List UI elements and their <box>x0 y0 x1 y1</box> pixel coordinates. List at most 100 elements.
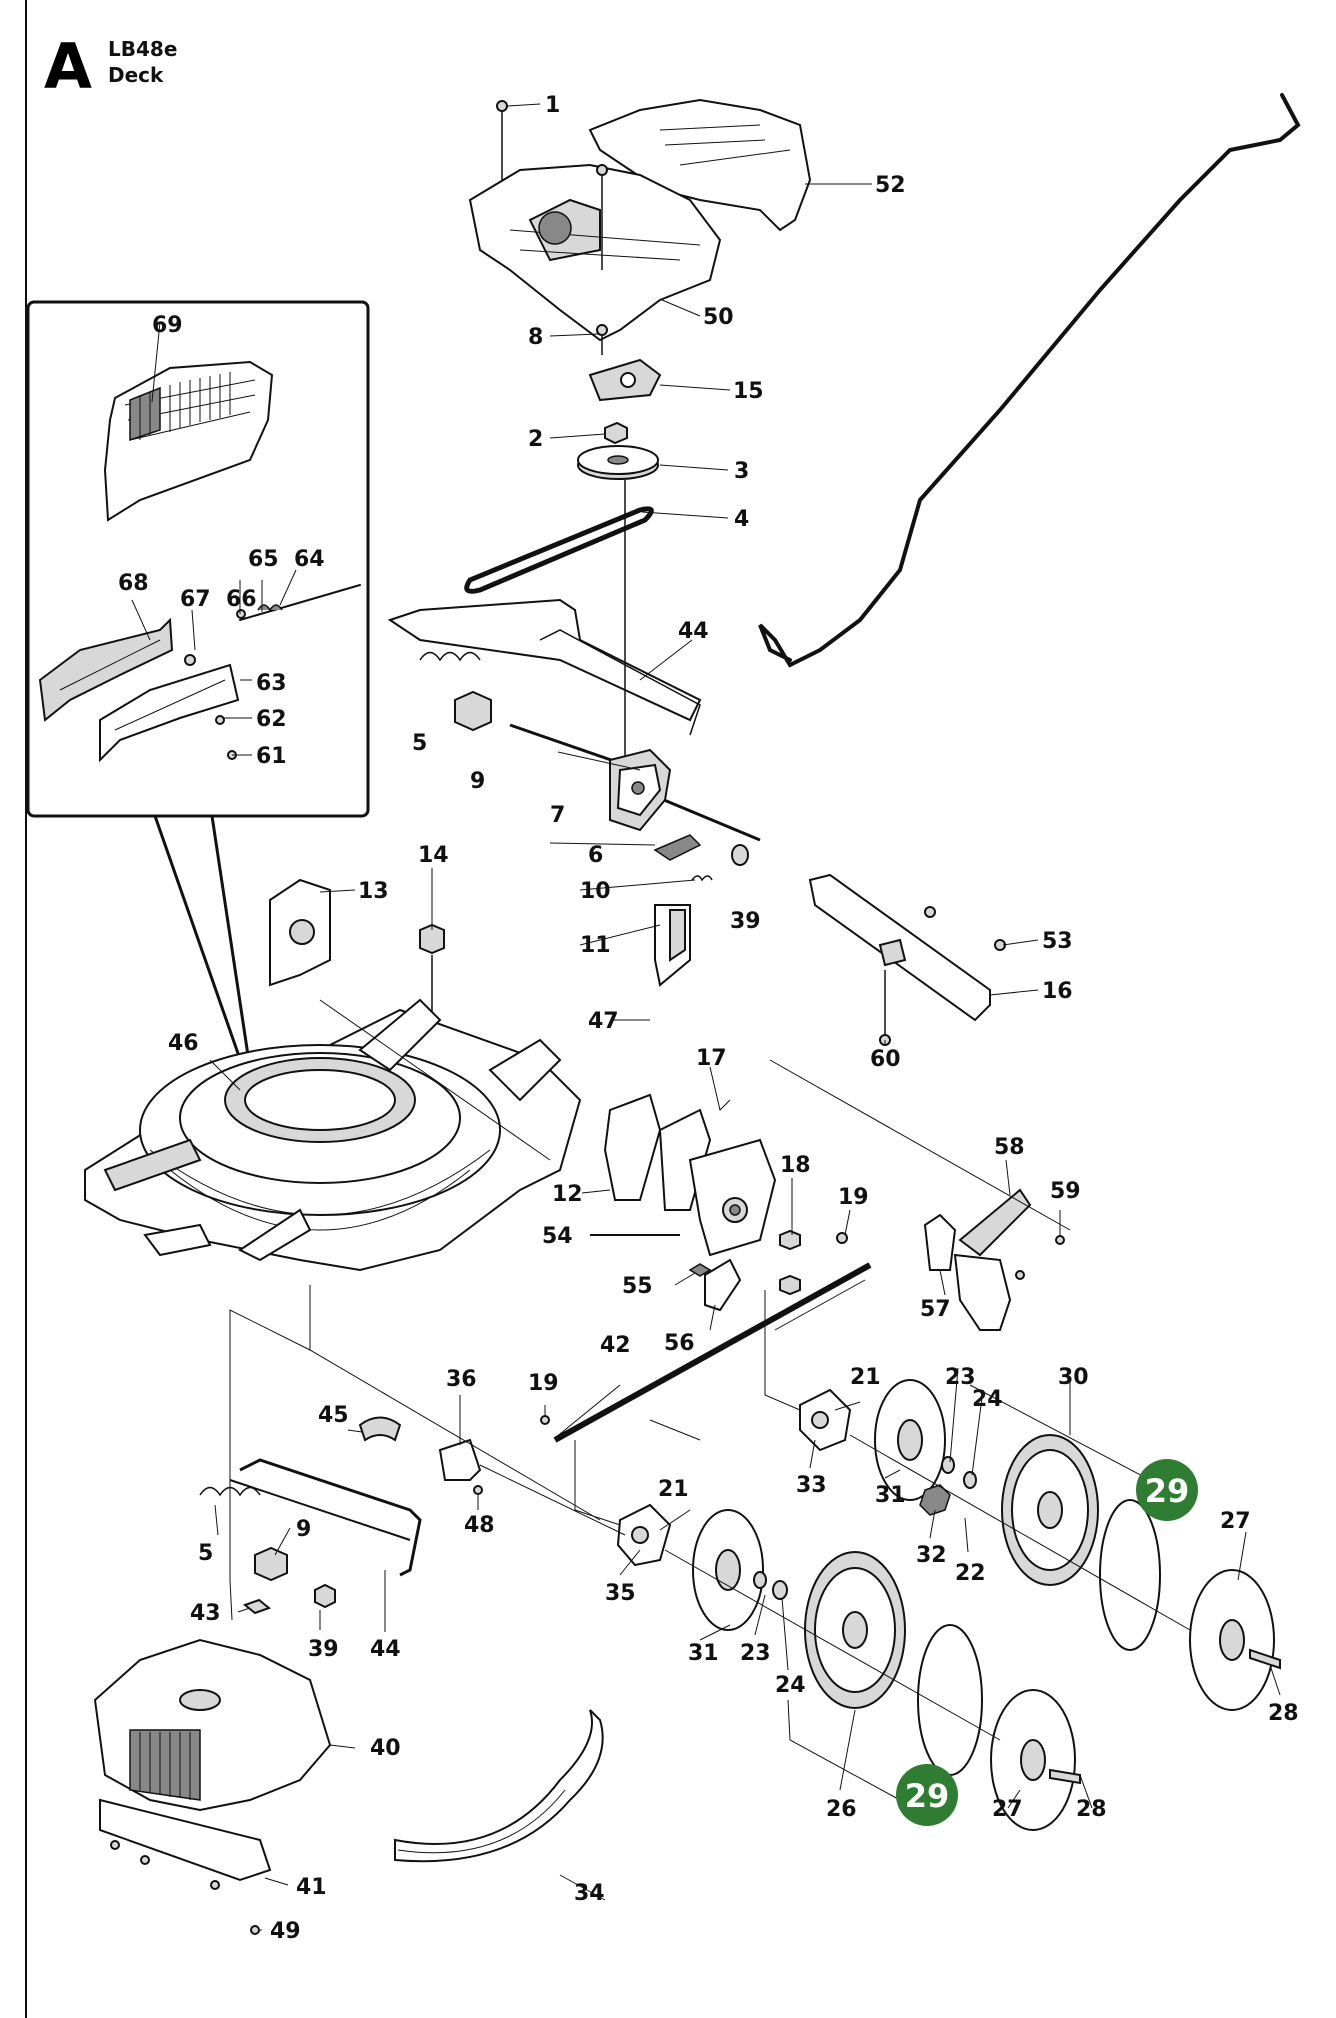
callout-62: 62 <box>256 707 287 732</box>
rear-wheel-assembly <box>799 1379 1281 1711</box>
callout-7: 7 <box>550 803 565 828</box>
callout-54: 54 <box>542 1224 573 1249</box>
callout-30: 30 <box>1058 1365 1089 1390</box>
callout-23-front: 23 <box>740 1641 771 1666</box>
front-lever-assembly <box>199 1458 422 1615</box>
callout-21-front: 21 <box>658 1477 689 1502</box>
callout-61: 61 <box>256 744 287 769</box>
front-cover-part <box>93 1638 332 1812</box>
callout-31-front: 31 <box>688 1641 719 1666</box>
callout-31-rear: 31 <box>875 1483 906 1508</box>
leader-lines <box>209 103 1281 1931</box>
callout-17: 17 <box>696 1046 727 1071</box>
callout-63: 63 <box>256 671 287 696</box>
callout-34: 34 <box>574 1881 605 1906</box>
spring-bushing-shaft <box>419 651 761 842</box>
shift-cam-part <box>653 834 702 861</box>
section-letter: A <box>44 30 92 103</box>
callout-44-top: 44 <box>678 619 709 644</box>
callout-58: 58 <box>994 1135 1025 1160</box>
rear-frame-part <box>603 1093 777 1257</box>
callout-27-rear: 27 <box>1220 1509 1251 1534</box>
callout-52: 52 <box>875 173 906 198</box>
handle-lock-part <box>923 1188 1065 1331</box>
callout-10: 10 <box>580 879 611 904</box>
callout-1: 1 <box>545 93 560 118</box>
inset-pointer-right <box>210 815 254 1083</box>
callout-22: 22 <box>955 1561 986 1586</box>
callout-40: 40 <box>370 1736 401 1761</box>
washer-part <box>731 844 749 866</box>
callout-27-front: 27 <box>992 1797 1023 1822</box>
callout-46: 46 <box>168 1031 199 1056</box>
callout-9-top: 9 <box>470 769 485 794</box>
callout-47: 47 <box>588 1009 619 1034</box>
callout-19-left: 19 <box>528 1371 559 1396</box>
callout-39-bottom: 39 <box>308 1637 339 1662</box>
callout-33: 33 <box>796 1473 827 1498</box>
highlight-badge[interactable] <box>1136 1459 1198 1521</box>
callout-12: 12 <box>552 1182 583 1207</box>
mulch-flap-part <box>38 584 361 763</box>
callout-65: 65 <box>248 547 279 572</box>
callout-18: 18 <box>780 1153 811 1178</box>
nut-part <box>604 421 628 445</box>
highlighted-callout-29-front[interactable]: 29 <box>896 1764 958 1826</box>
height-lever-part <box>704 1258 742 1312</box>
callout-64: 64 <box>294 547 325 572</box>
front-wheel-assembly <box>616 1503 1081 1831</box>
callout-28-rear: 28 <box>1268 1701 1299 1726</box>
callout-67: 67 <box>180 587 211 612</box>
highlight-label: 29 <box>905 1777 950 1815</box>
callout-53: 53 <box>1042 929 1073 954</box>
callout-45: 45 <box>318 1403 349 1428</box>
callout-35: 35 <box>605 1581 636 1606</box>
callout-55: 55 <box>622 1274 653 1299</box>
callout-19-right: 19 <box>838 1185 869 1210</box>
callout-56: 56 <box>664 1331 695 1356</box>
callout-68: 68 <box>118 571 149 596</box>
callout-9-bottom: 9 <box>296 1517 311 1542</box>
callout-44-bottom: 44 <box>370 1637 401 1662</box>
drive-belt-part <box>464 506 654 594</box>
handle-housing-part <box>468 163 722 342</box>
rear-grille-cover-part <box>103 360 274 522</box>
callout-32: 32 <box>916 1543 947 1568</box>
highlight-label: 29 <box>1145 1472 1190 1510</box>
callout-39-top: 39 <box>730 909 761 934</box>
callout-60: 60 <box>870 1047 901 1072</box>
callout-14: 14 <box>418 843 449 868</box>
highlight-badge[interactable] <box>896 1764 958 1826</box>
gearbox-part <box>609 748 672 832</box>
model-name: LB48e <box>108 37 177 61</box>
screws-1-8 <box>496 100 608 355</box>
callout-5-bottom: 5 <box>198 1541 213 1566</box>
callout-2: 2 <box>528 427 543 452</box>
callout-16: 16 <box>1042 979 1073 1004</box>
callout-57: 57 <box>920 1297 951 1322</box>
mower-deck-part <box>84 998 582 1272</box>
rear-rail-part <box>808 873 1006 1046</box>
inset-frame <box>26 300 370 818</box>
front-axle-bracket-part <box>438 1438 482 1481</box>
callout-21-rear: 21 <box>850 1365 881 1390</box>
callout-5-top: 5 <box>412 731 427 756</box>
callout-69: 69 <box>152 313 183 338</box>
callout-26: 26 <box>826 1797 857 1822</box>
highlighted-callout-29-rear[interactable]: 29 <box>1136 1459 1198 1521</box>
control-cable-part <box>758 93 1301 668</box>
callout-4: 4 <box>734 507 749 532</box>
callout-66: 66 <box>226 587 257 612</box>
guide-arc-part <box>358 1416 402 1442</box>
callout-23-rear: 23 <box>945 1365 976 1390</box>
callout-6: 6 <box>588 843 603 868</box>
callout-8: 8 <box>528 325 543 350</box>
callout-11: 11 <box>580 933 611 958</box>
callout-24-rear: 24 <box>972 1387 1003 1412</box>
callout-13: 13 <box>358 879 389 904</box>
callout-49: 49 <box>270 1919 301 1944</box>
small-spring-part <box>691 875 713 882</box>
front-flap-part <box>99 1798 272 1882</box>
callout-42: 42 <box>600 1333 631 1358</box>
